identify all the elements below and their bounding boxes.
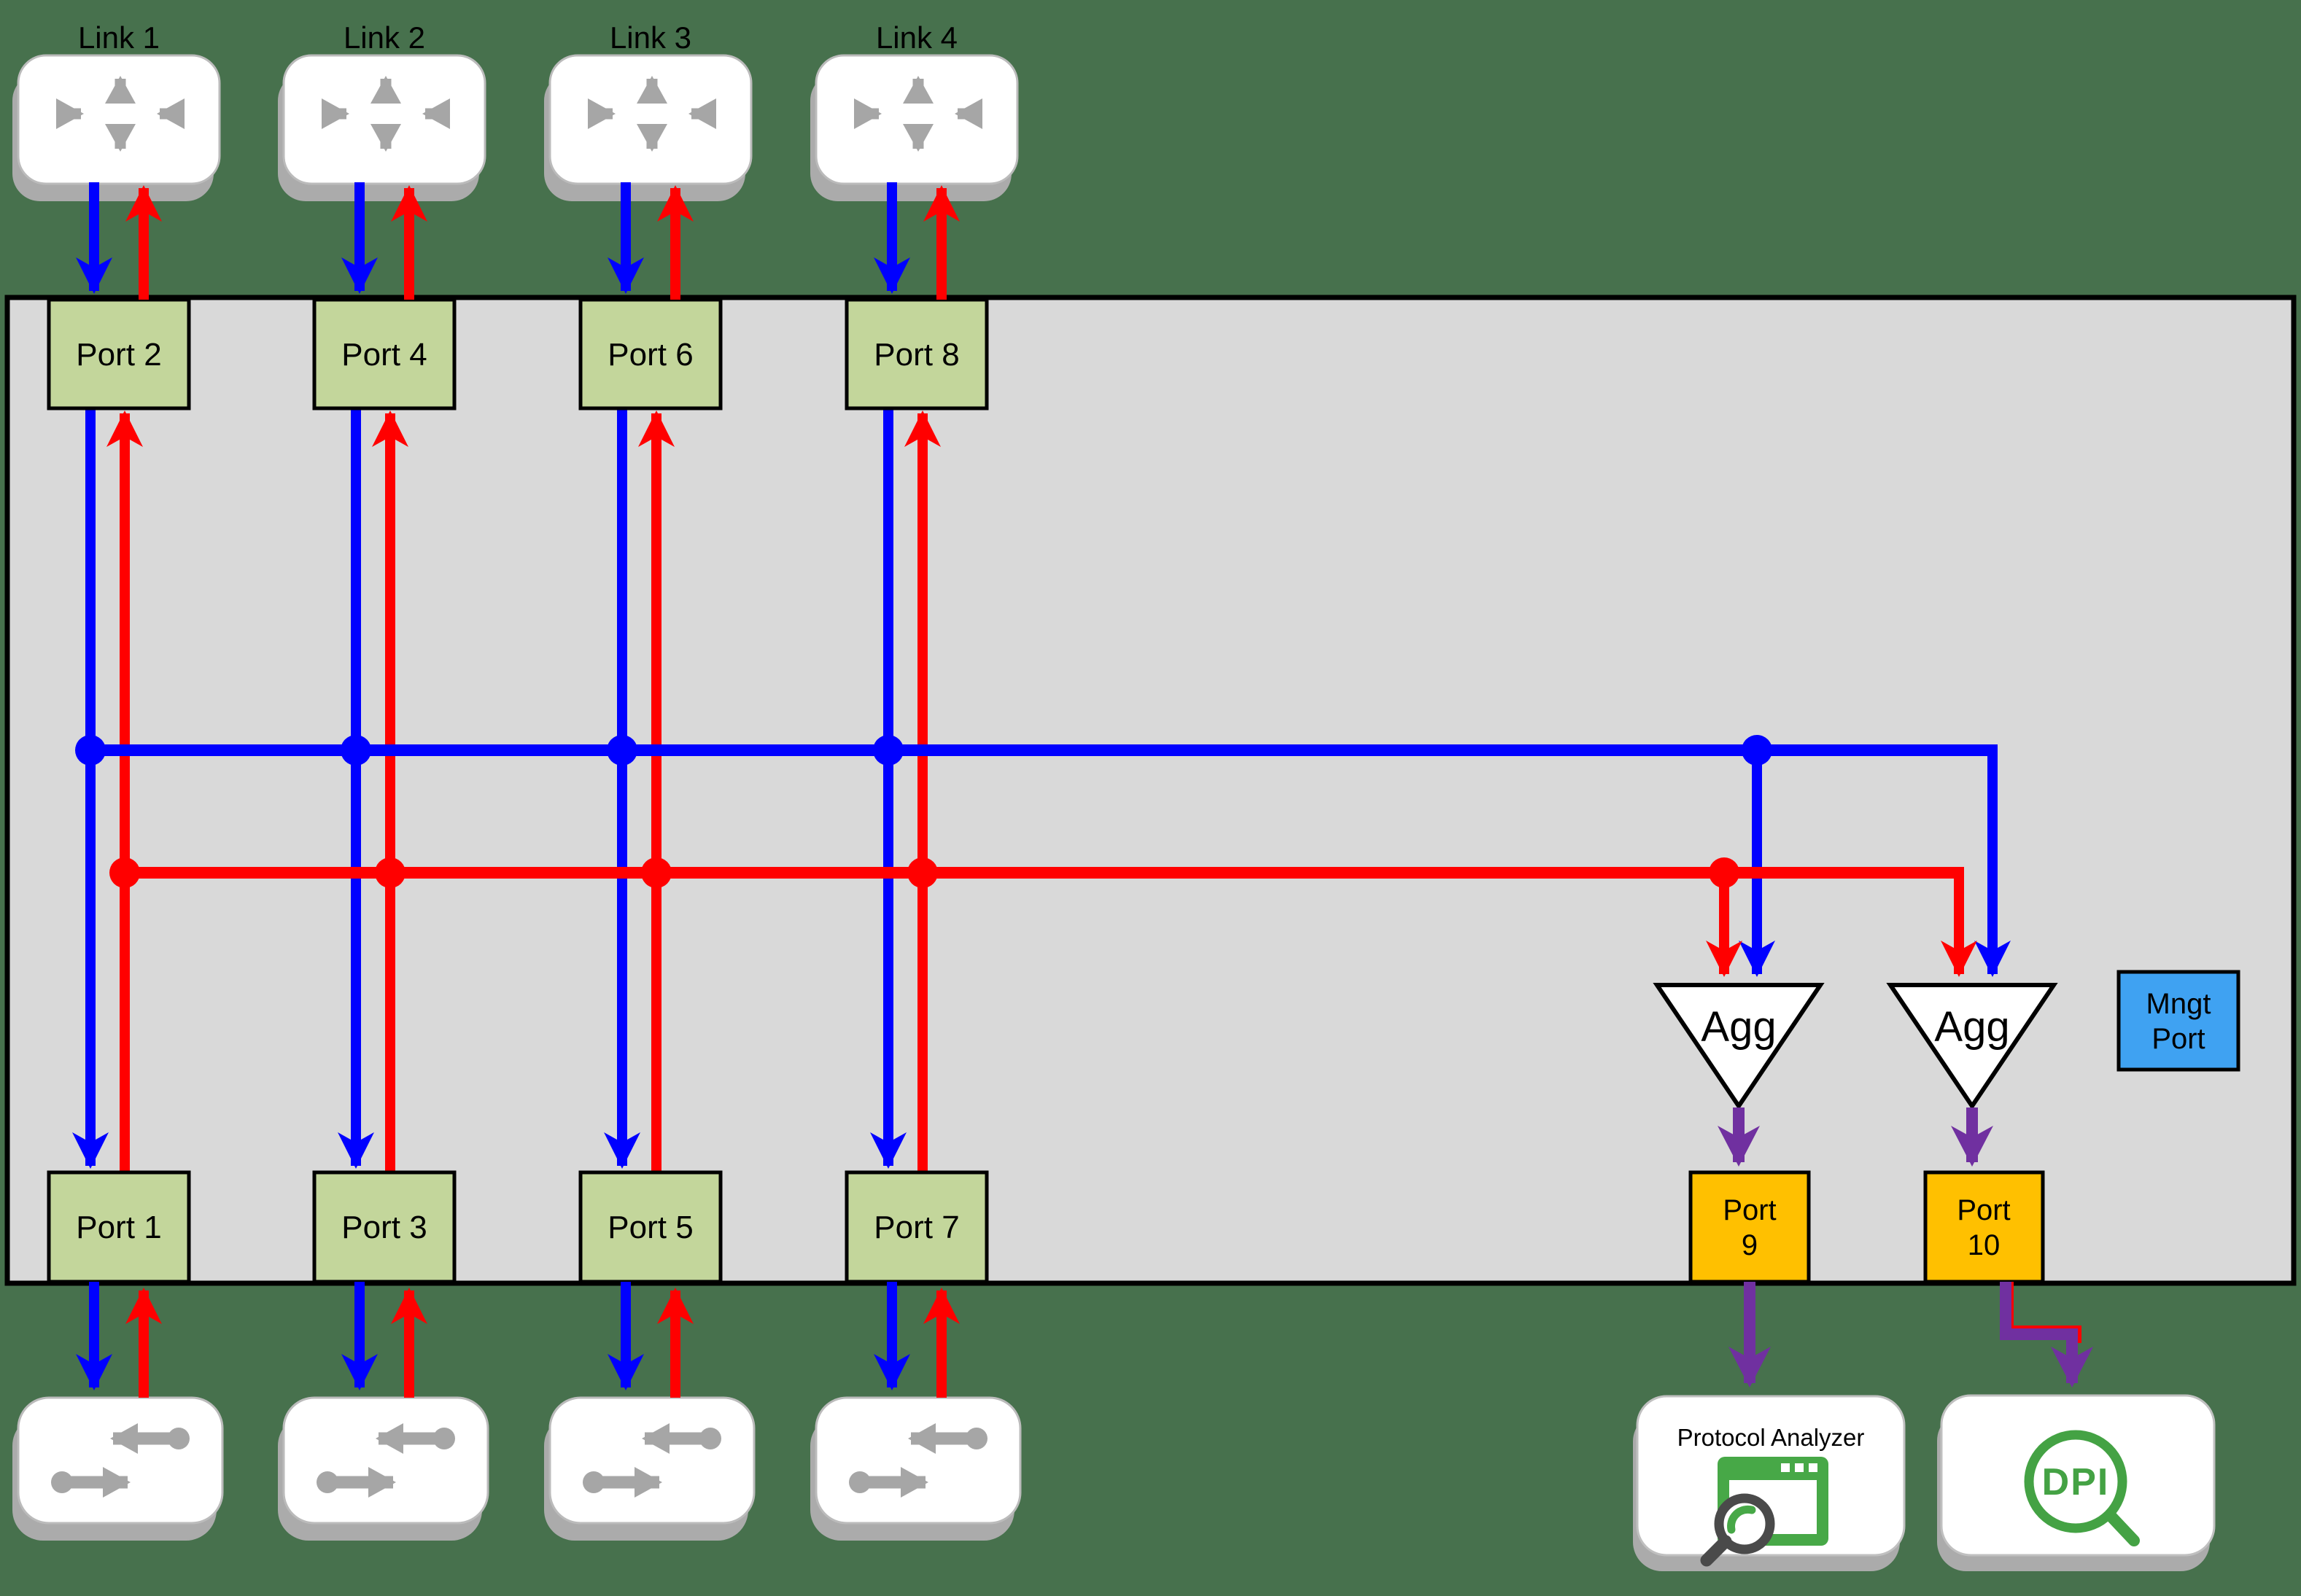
protocol-analyzer-label: Protocol Analyzer: [1677, 1424, 1865, 1451]
port-6-label: Port 6: [608, 337, 693, 373]
port-1-box: [47, 1170, 191, 1284]
endpoint-4-box: [815, 1396, 1022, 1525]
port-3-box: [312, 1170, 457, 1284]
window-dot: [1795, 1463, 1804, 1472]
red-tap-junction-dot: [375, 857, 406, 888]
packet-broker-chassis: [4, 295, 2297, 1286]
port-8-label: Port 8: [874, 337, 959, 373]
mngt-port-label-line2: Port: [2151, 1023, 2205, 1055]
port-9-label-line1: Port: [1723, 1194, 1776, 1226]
magnifier-lens: [1714, 1493, 1775, 1554]
link-1-label: Link 1: [78, 20, 160, 55]
red-tap-junction-dot: [109, 857, 140, 888]
blue-tap-junction-dot: [341, 735, 371, 766]
monitoring-tools: Protocol Analyzer DPI: [1633, 1282, 2216, 1571]
port-1-label: Port 1: [76, 1210, 161, 1245]
port-5-box: [578, 1170, 723, 1284]
aggregator-2-triangle: [1886, 983, 2058, 1110]
dpi-lens: [2024, 1430, 2127, 1533]
mngt-port-box: [2116, 970, 2240, 1072]
port-2-label: Port 2: [76, 337, 161, 373]
endpoint-3-box: [548, 1396, 756, 1525]
link-2-box: [282, 54, 486, 185]
aggregator-1-triangle: [1653, 983, 1825, 1110]
protocol-analyzer-icon: [1700, 1457, 1828, 1567]
monitor-buses: [75, 735, 2011, 977]
link-4-label: Link 4: [876, 20, 958, 55]
aggregators: Agg Agg: [1653, 983, 2058, 1167]
port-9-box: [1688, 1170, 1811, 1284]
port-5-label: Port 5: [608, 1210, 693, 1245]
dpi-label: DPI: [2042, 1461, 2110, 1503]
port-10-label-line2: 10: [1968, 1229, 2001, 1261]
magnifier-handle: [1700, 1535, 1732, 1567]
blue-tap-junction-dot: [607, 735, 637, 766]
blue-tap-junction-dot: [75, 735, 106, 766]
red-tap-junction-dot: [907, 857, 938, 888]
red-tap-junction-dot: [641, 857, 672, 888]
link-2-label: Link 2: [344, 20, 425, 55]
endpoint-2-box: [282, 1396, 489, 1525]
link-nodes: Link 1 Link 2 Link 3 Link 4: [12, 20, 1019, 300]
blue-tap-junction-dot: [873, 735, 904, 766]
blue-tap-junction-dot: [1742, 735, 1772, 766]
endpoint-1-box: [17, 1396, 224, 1525]
tap-ports: Port 2 Port 4 Port 6 Port 8 Port 1 Port …: [47, 297, 989, 1284]
port-2-box: [47, 297, 191, 410]
mngt-port-label-line1: Mngt: [2146, 988, 2211, 1020]
port-6-box: [578, 297, 723, 410]
port-7-box: [845, 1170, 989, 1284]
tool-output-ports: Port 9 Port 10: [1688, 1170, 2045, 1284]
link-4-box: [815, 54, 1019, 185]
port-9-label-line2: 9: [1742, 1229, 1758, 1261]
aggregator-1-label: Agg: [1701, 1003, 1776, 1051]
magnifier-swoosh: [1727, 1505, 1756, 1534]
link-1-box: [17, 54, 221, 185]
port-4-label: Port 4: [341, 337, 427, 373]
port-8-box: [845, 297, 989, 410]
internal-tap-lines: [72, 408, 941, 1172]
dpi-magnifying-glass-icon: DPI: [2024, 1430, 2140, 1546]
port10-to-dpi-arrow: [2000, 1282, 2093, 1387]
management-port: Mngt Port: [2116, 970, 2240, 1072]
dpi-handle: [2104, 1509, 2140, 1546]
port-10-box: [1923, 1170, 2045, 1284]
link-3-label: Link 3: [610, 20, 691, 55]
port-4-box: [312, 297, 457, 410]
port-7-label: Port 7: [874, 1210, 959, 1245]
link-3-box: [548, 54, 753, 185]
red-tap-junction-dot: [1709, 857, 1739, 888]
port-10-label-line1: Port: [1957, 1194, 2010, 1226]
aggregator-2-label: Agg: [1934, 1003, 2009, 1051]
window-dot: [1781, 1463, 1790, 1472]
window-dot: [1809, 1463, 1817, 1472]
port-3-label: Port 3: [341, 1210, 427, 1245]
endpoint-devices: [12, 1282, 1022, 1541]
